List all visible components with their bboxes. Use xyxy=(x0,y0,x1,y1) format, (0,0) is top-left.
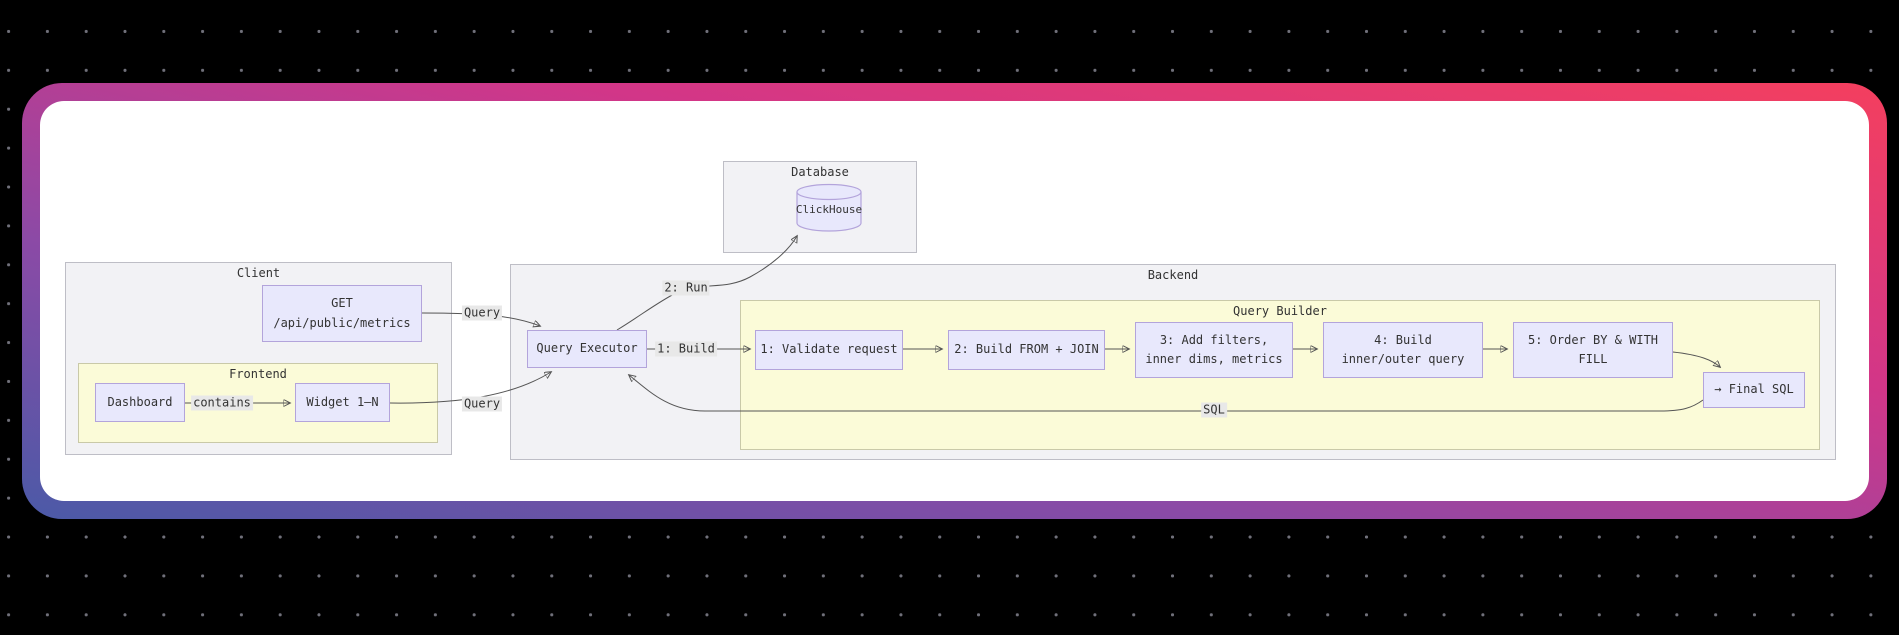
cluster-frontend-label: Frontend xyxy=(229,367,287,381)
node-step4-inner-outer: 4: Build inner/outer query xyxy=(1323,322,1483,378)
node-step2-from-join: 2: Build FROM + JOIN xyxy=(948,330,1105,370)
node-query-executor: Query Executor xyxy=(527,330,647,368)
edge-label-query-get: Query xyxy=(461,305,503,321)
node-widget: Widget 1–N xyxy=(295,383,390,422)
cluster-backend-label: Backend xyxy=(1147,268,1199,282)
edge-label-contains: contains xyxy=(191,395,253,411)
node-dashboard: Dashboard xyxy=(95,383,185,422)
node-clickhouse-label: ClickHouse xyxy=(795,203,863,216)
cluster-client-label: Client xyxy=(236,266,281,280)
node-step1-validate: 1: Validate request xyxy=(755,330,903,370)
node-get-endpoint: GET /api/public/metrics xyxy=(262,285,422,342)
database-cylinder-icon xyxy=(796,183,862,232)
edge-label-run: 2: Run xyxy=(662,280,710,296)
node-step5-orderby: 5: Order BY & WITH FILL xyxy=(1513,322,1673,378)
node-clickhouse: ClickHouse xyxy=(794,182,864,233)
cluster-query-builder-label: Query Builder xyxy=(1233,304,1327,318)
edge-label-query-widget: Query xyxy=(461,396,503,412)
edge-label-build: 1: Build xyxy=(655,341,717,357)
edge-label-sql: SQL xyxy=(1201,402,1227,418)
node-step3-filters: 3: Add filters, inner dims, metrics xyxy=(1135,322,1293,378)
node-final-sql: → Final SQL xyxy=(1703,372,1805,408)
cluster-database-label: Database xyxy=(791,165,849,179)
